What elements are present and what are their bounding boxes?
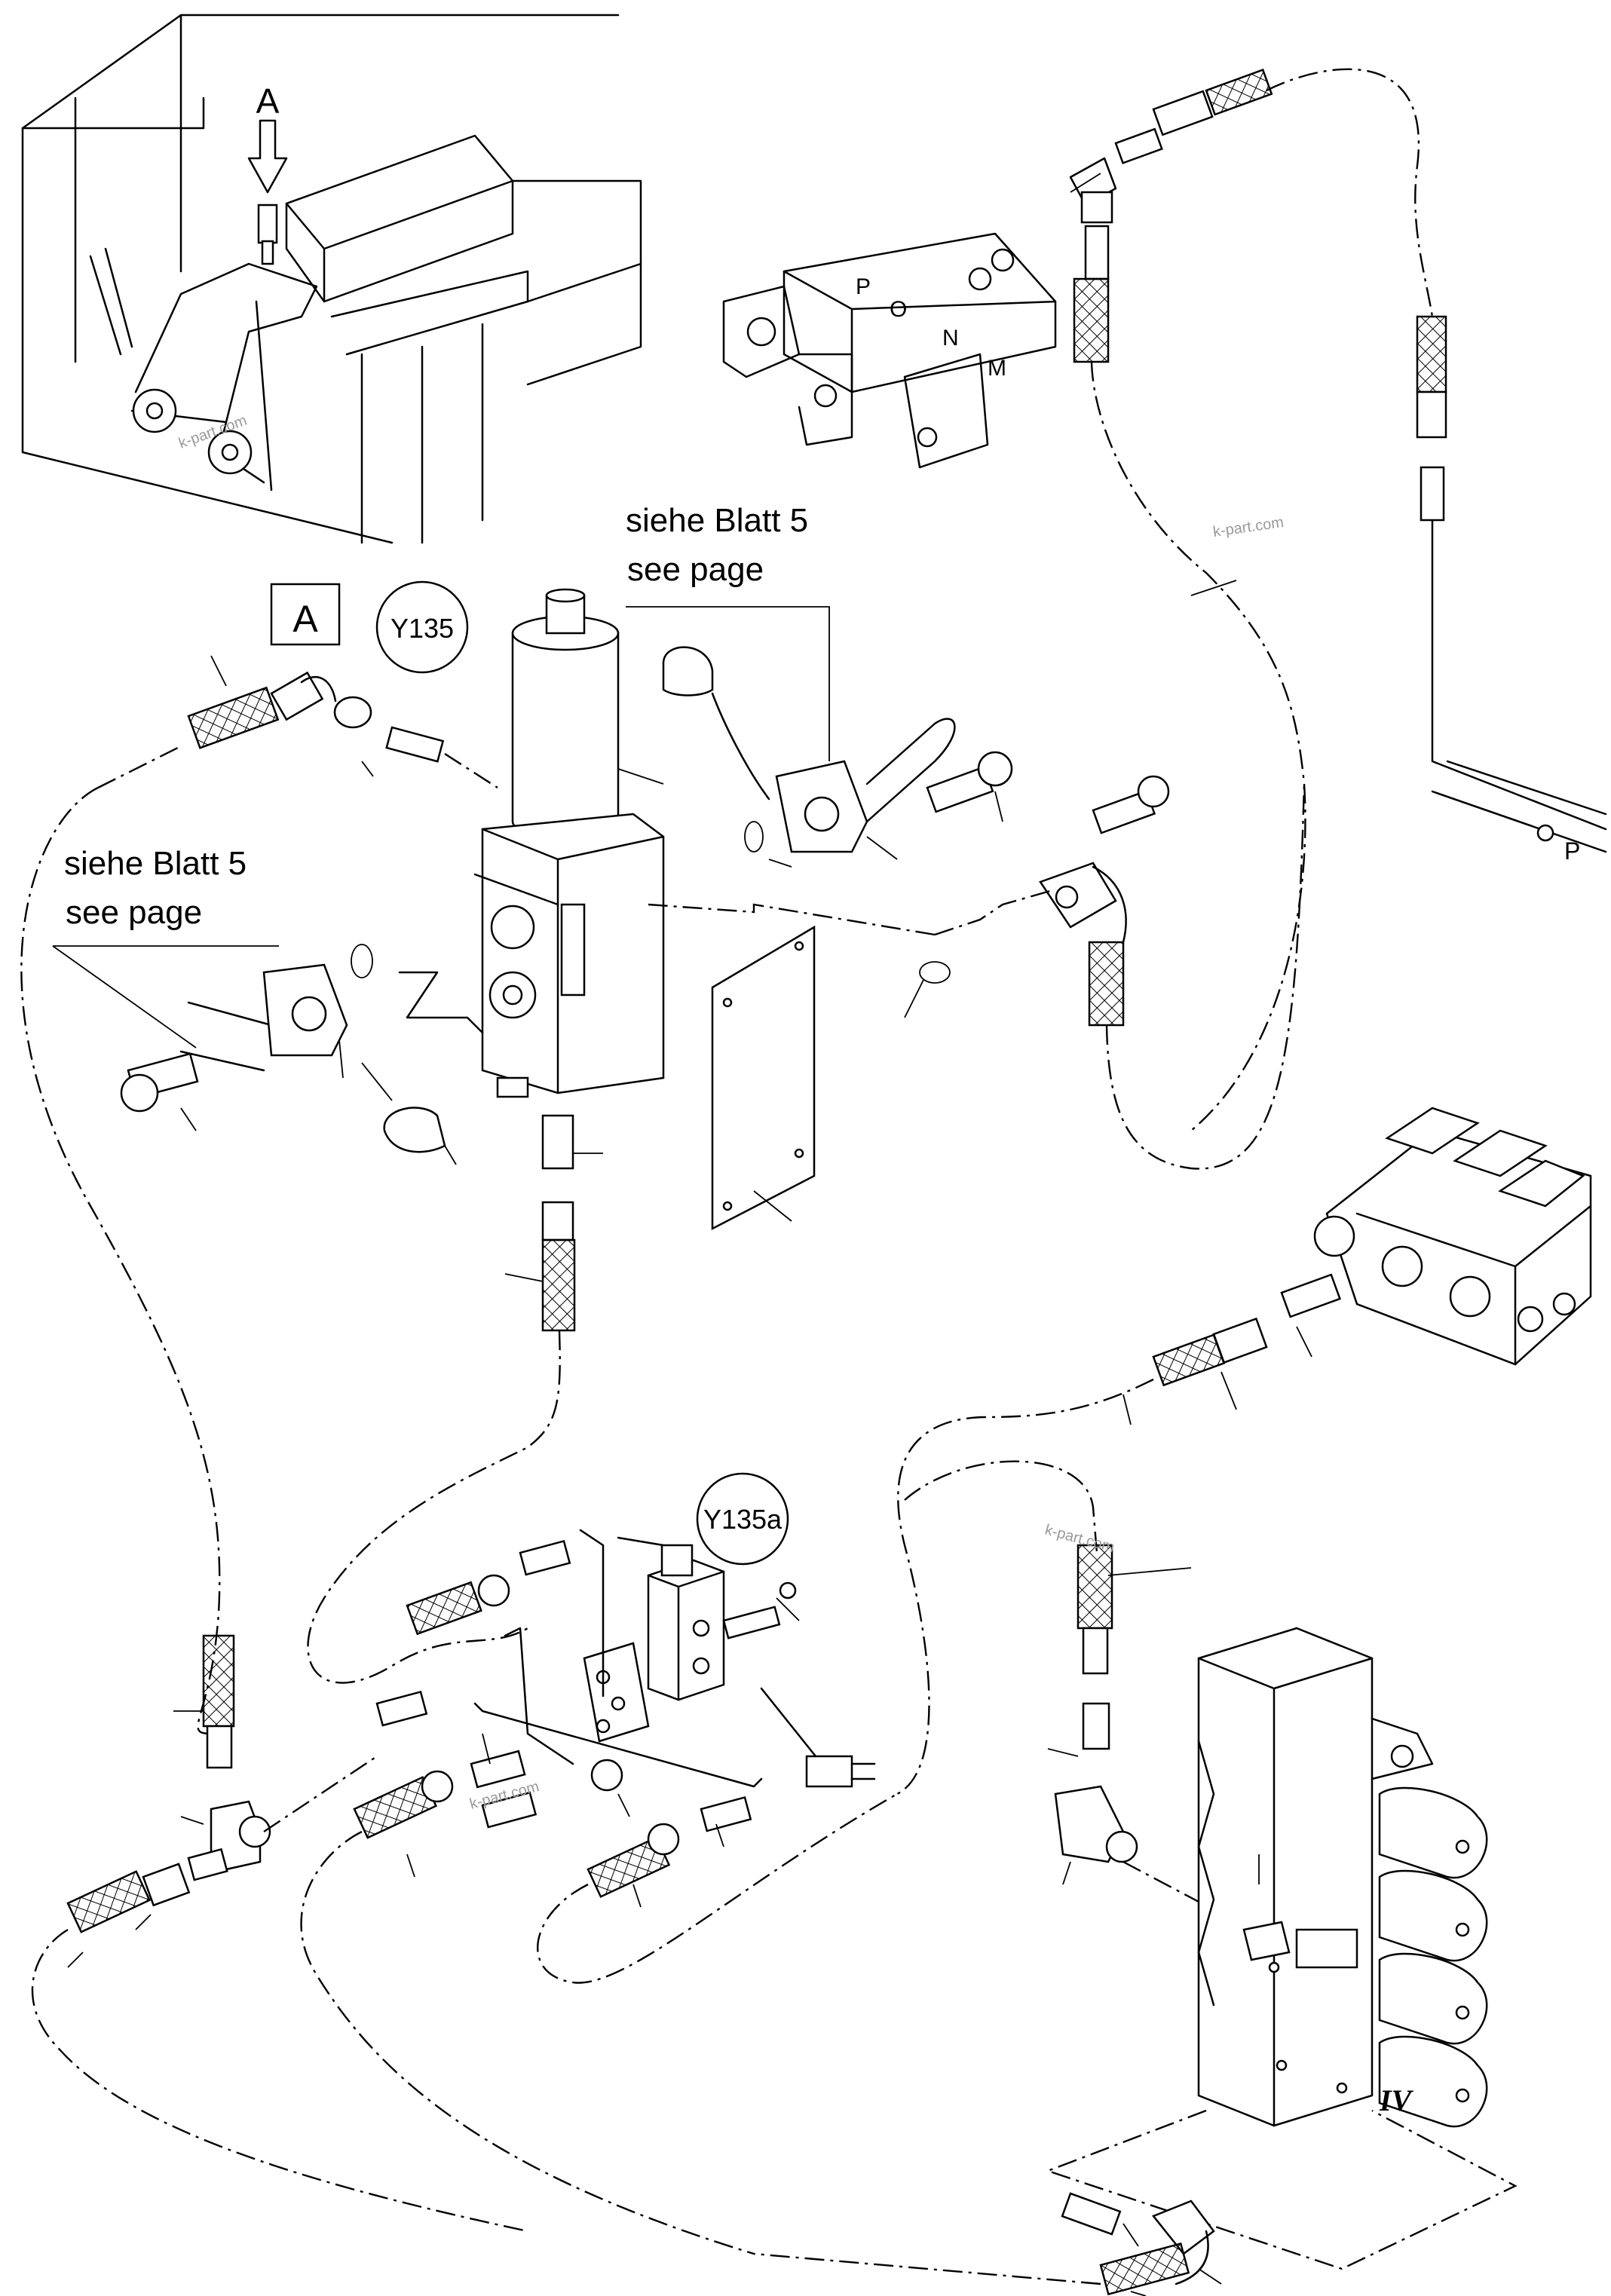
control-valve-block: IV: [1045, 1627, 1518, 2270]
connection-label-p: P: [1564, 837, 1580, 865]
right-flange-assembly: [662, 646, 1170, 868]
port-label-p: P: [856, 274, 871, 299]
right-lower-hose: k-part.com: [904, 1460, 1252, 1931]
cover-plate: [711, 925, 816, 1231]
block-number-label: IV: [1379, 2083, 1414, 2117]
port-label-n: N: [942, 326, 959, 351]
directional-valve-stack: [896, 1107, 1592, 1795]
reference-text-lower-line1: siehe Blatt 5: [64, 845, 247, 882]
component-badge-y135: [375, 580, 469, 674]
top-manifold-block: P O N M: [722, 232, 1057, 469]
left-flange-assembly: siehe Blatt 5 see page: [52, 845, 484, 1165]
center-vertical-hose: [307, 1114, 603, 1684]
view-marker-box: [270, 583, 341, 646]
component-label-y135a: Y135a: [703, 1504, 783, 1535]
solenoid-valve-cluster: Y135a k-part.com: [300, 1472, 898, 2255]
reference-text-lower-line2: see page: [66, 894, 202, 931]
port-label-o: O: [890, 297, 907, 322]
component-label-y135: Y135: [390, 613, 454, 644]
left-upper-hose: [20, 655, 498, 1735]
machine-overview-inset: A k-part.com: [21, 14, 642, 544]
watermark: k-part.com: [1212, 514, 1285, 540]
component-badge-y135a: [696, 1472, 789, 1566]
right-elbow-hose: [648, 783, 1306, 1170]
top-right-hose: P k-part.com: [1069, 68, 1607, 1131]
view-marker-label: A: [292, 598, 318, 640]
port-label-m: M: [988, 356, 1006, 381]
bottom-hose: [753, 2192, 1222, 2296]
reference-text-upper-line1: siehe Blatt 5: [626, 502, 808, 539]
reference-text-upper-line2: see page: [627, 551, 764, 588]
main-valve-assembly: siehe Blatt 5 see page A Y135: [270, 502, 830, 1098]
view-marker-arrow-label: A: [256, 81, 280, 121]
lower-left-t-fitting: [31, 1634, 528, 2233]
valve-spool-caps: [1197, 1740, 1488, 2128]
